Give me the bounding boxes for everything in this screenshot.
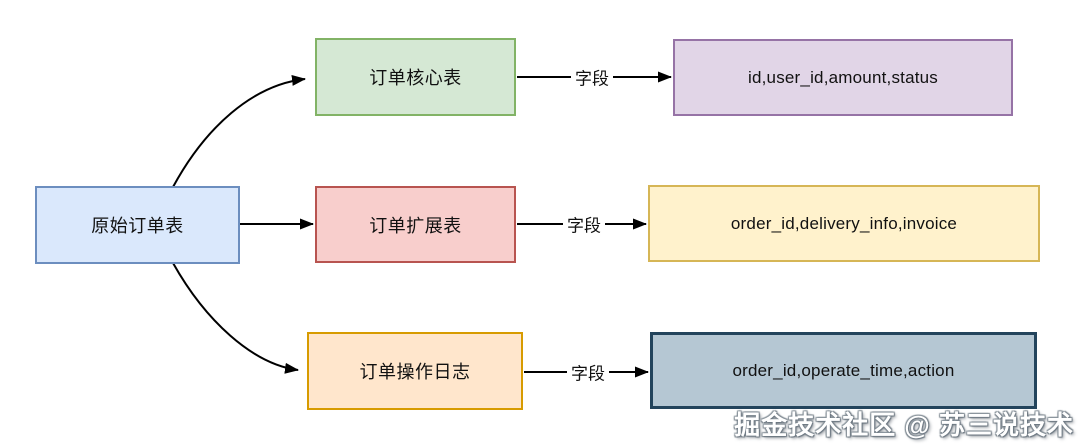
- node-core-fields: id,user_id,amount,status: [673, 39, 1013, 116]
- node-order-extension-table: 订单扩展表: [315, 186, 516, 263]
- node-log-fields: order_id,operate_time,action: [650, 332, 1037, 409]
- edge-label-fields-ext: 字段: [563, 211, 605, 237]
- edge-label-fields-log: 字段: [567, 359, 609, 385]
- watermark: 掘金技术社区 @ 苏三说技术: [734, 410, 1074, 440]
- node-extension-fields: order_id,delivery_info,invoice: [648, 185, 1040, 262]
- edge-label-fields-core: 字段: [571, 64, 613, 90]
- arrow-source-to-log: [172, 262, 299, 374]
- arrow-source-to-core: [172, 75, 306, 188]
- node-original-order-table: 原始订单表: [35, 186, 240, 264]
- node-order-operation-log: 订单操作日志: [307, 332, 523, 410]
- node-order-core-table: 订单核心表: [315, 38, 516, 116]
